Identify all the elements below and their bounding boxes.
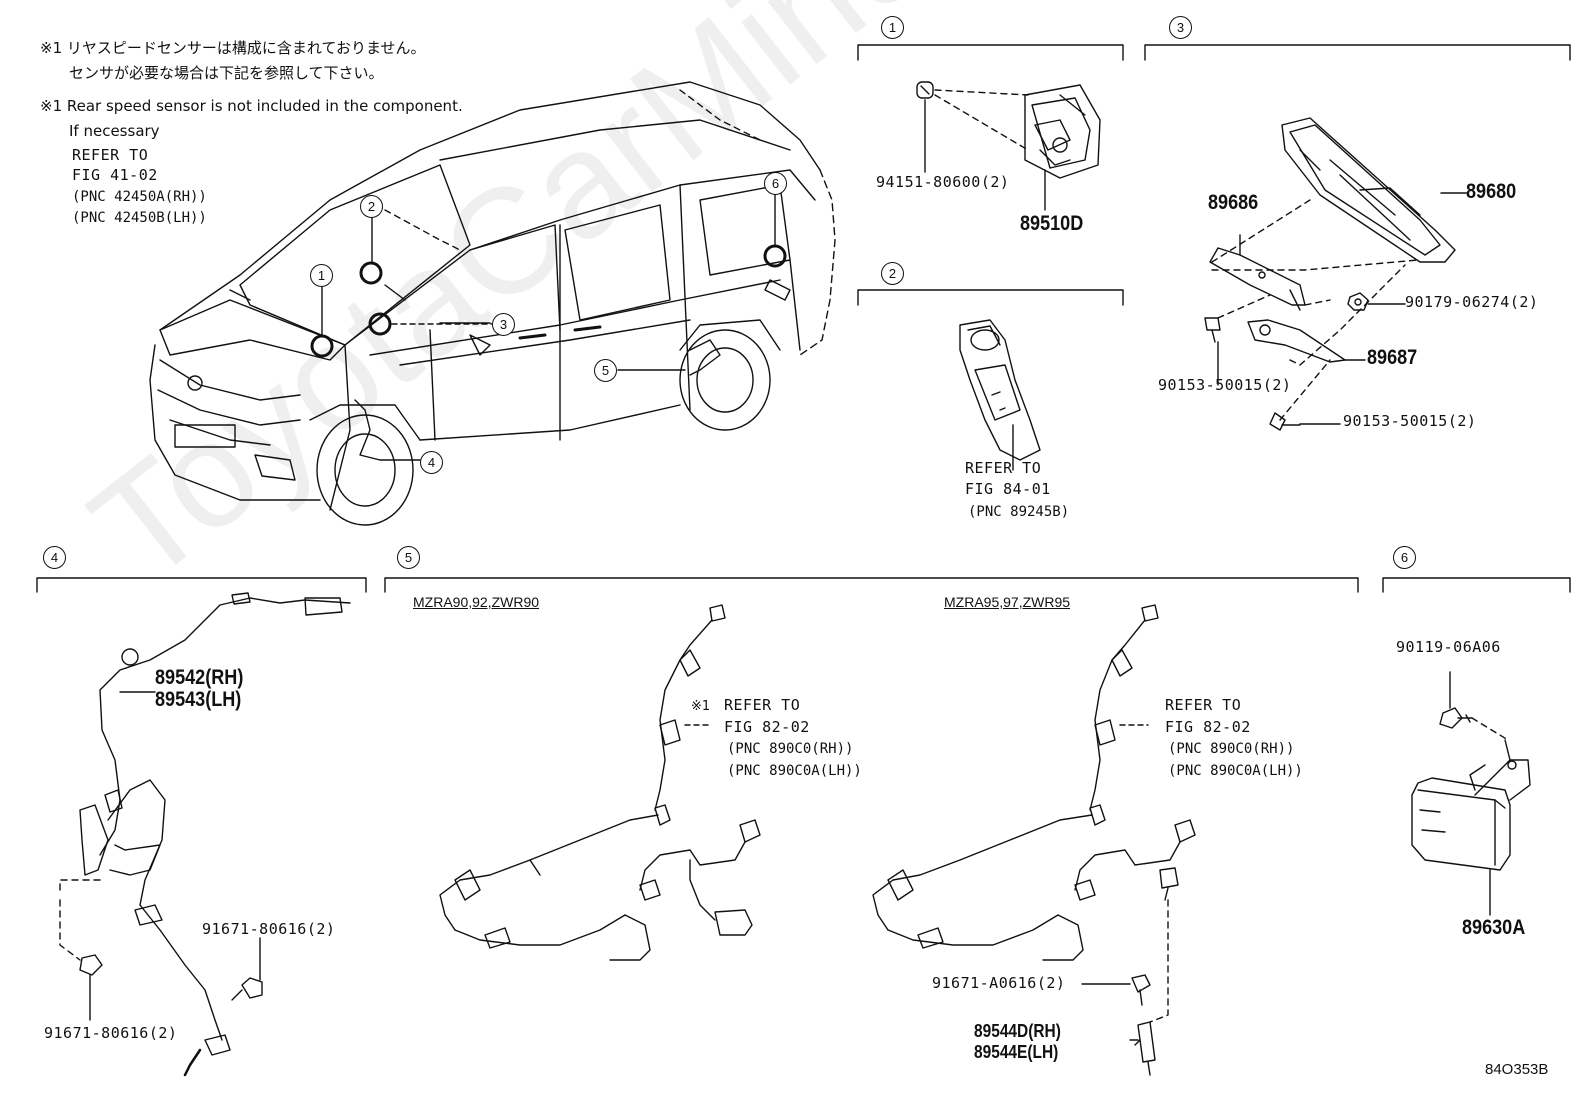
part-89680: 89680 xyxy=(1466,180,1517,203)
part-90119-06A06: 90119-06A06 xyxy=(1396,638,1501,656)
note-jp-line2: センサが必要な場合は下記を参照して下さい。 xyxy=(69,64,384,82)
vehicle-callout-1: 1 xyxy=(310,264,333,287)
vehicle-drawing xyxy=(149,81,836,526)
vehicle-callout-5: 5 xyxy=(594,359,617,382)
section5a-refer: REFER TO xyxy=(724,696,801,714)
section5a-fig: FIG 82-02 xyxy=(724,718,810,736)
section4-drawing xyxy=(79,592,351,1077)
section5a-drawing xyxy=(439,604,761,961)
part-89687: 89687 xyxy=(1367,346,1418,369)
section5-callout: 5 xyxy=(397,546,420,569)
section5-mark: ※1 xyxy=(691,699,711,714)
section6-drawing xyxy=(1411,707,1531,871)
variant-label-b: MZRA95,97,ZWR95 xyxy=(944,594,1071,610)
section5b-fig: FIG 82-02 xyxy=(1165,718,1251,736)
section2-callout: 2 xyxy=(881,262,904,285)
part-89686: 89686 xyxy=(1208,191,1259,214)
part-91671-80616-b: 91671-80616(2) xyxy=(44,1024,178,1042)
part-89544D-rh: 89544D(RH) xyxy=(974,1021,1061,1041)
section2-drawing xyxy=(959,319,1041,461)
note-refer: REFER TO xyxy=(72,146,149,164)
section3-callout: 3 xyxy=(1169,16,1192,39)
variant-label-a: MZRA90,92,ZWR90 xyxy=(413,594,540,610)
part-90153-50015-b: 90153-50015(2) xyxy=(1343,412,1477,430)
section6-callout: 6 xyxy=(1393,546,1416,569)
section4-callout: 4 xyxy=(43,546,66,569)
section5a-pnc-lh: (PNC 890C0A(LH)) xyxy=(727,763,862,779)
part-94151-80600: 94151-80600(2) xyxy=(876,173,1010,191)
section1-callout: 1 xyxy=(881,16,904,39)
section1-drawing xyxy=(916,81,1101,179)
note-en-line1: ※1 Rear speed sensor is not included in … xyxy=(40,97,463,115)
section5b-drawing xyxy=(872,604,1196,1076)
note-en-line2: If necessary xyxy=(69,122,160,140)
part-89542-rh: 89542(RH) xyxy=(155,666,244,689)
section2-fig: FIG 84-01 xyxy=(965,480,1051,498)
section5b-pnc-lh: (PNC 890C0A(LH)) xyxy=(1168,763,1303,779)
section2-pnc: (PNC 89245B) xyxy=(968,504,1070,520)
section5b-pnc-rh: (PNC 890C0(RH)) xyxy=(1168,741,1295,757)
part-90179-06274: 90179-06274(2) xyxy=(1405,293,1539,311)
drawing-code: 84O353B xyxy=(1485,1061,1549,1078)
vehicle-callout-3: 3 xyxy=(492,313,515,336)
section3-drawing xyxy=(1204,117,1456,431)
note-fig: FIG 41-02 xyxy=(72,166,158,184)
part-91671-80616-a: 91671-80616(2) xyxy=(202,920,336,938)
part-90153-50015-a: 90153-50015(2) xyxy=(1158,376,1292,394)
vehicle-callout-4: 4 xyxy=(420,451,443,474)
vehicle-callout-6: 6 xyxy=(764,172,787,195)
vehicle-callout-2: 2 xyxy=(360,195,383,218)
note-pnc-rh: (PNC 42450A(RH)) xyxy=(72,189,207,205)
part-89630A: 89630A xyxy=(1462,916,1526,939)
part-89543-lh: 89543(LH) xyxy=(155,688,242,711)
part-89544E-lh: 89544E(LH) xyxy=(974,1042,1059,1062)
part-89510D: 89510D xyxy=(1020,212,1084,235)
part-91671-A0616: 91671-A0616(2) xyxy=(932,974,1066,992)
section2-refer: REFER TO xyxy=(965,459,1042,477)
section5b-refer: REFER TO xyxy=(1165,696,1242,714)
note-jp-line1: ※1 リヤスピードセンサーは構成に含まれておりません。 xyxy=(40,39,426,57)
section5a-pnc-rh: (PNC 890C0(RH)) xyxy=(727,741,854,757)
note-pnc-lh: (PNC 42450B(LH)) xyxy=(72,210,207,226)
